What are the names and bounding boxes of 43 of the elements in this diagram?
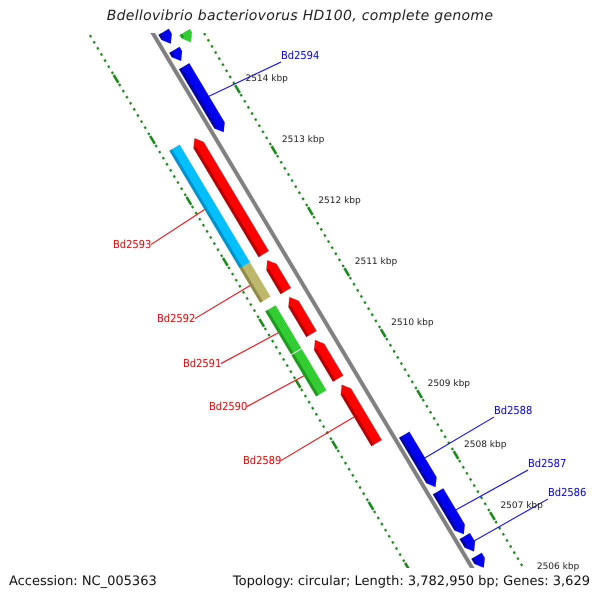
leader-line bbox=[208, 62, 282, 97]
leader-line bbox=[150, 209, 206, 245]
gene-label: Bd2594 bbox=[281, 49, 320, 62]
genome-summary-text: Topology: circular; Length: 3,782,950 bp; Genes: 3,629 bbox=[232, 574, 590, 589]
gene-segment bbox=[460, 533, 476, 552]
gene-segment bbox=[314, 340, 344, 382]
leader-line bbox=[246, 375, 304, 407]
gene-segment bbox=[169, 46, 182, 61]
gene-label: Bd2592 bbox=[157, 312, 196, 325]
scale-label: 2508 kbp bbox=[464, 440, 506, 450]
gene-bar bbox=[240, 262, 270, 303]
gene-segment bbox=[471, 552, 485, 568]
leader-line bbox=[424, 416, 494, 458]
scale-label: 2513 kbp bbox=[282, 135, 324, 146]
diagram-title: Bdellovibrio bacteriovorus HD100, complete genome bbox=[106, 8, 494, 24]
scale-label: 2512 kbp bbox=[318, 196, 361, 206]
gene-label: Bd2586 bbox=[548, 486, 586, 499]
scale-label: 2509 kbp bbox=[428, 379, 470, 390]
leader-line bbox=[280, 416, 354, 461]
gene-segment bbox=[179, 63, 225, 132]
gene-label: Bd2587 bbox=[528, 457, 566, 470]
gene-segment bbox=[158, 28, 172, 44]
gene-label: Bd2593 bbox=[113, 238, 152, 251]
gene-segment bbox=[266, 260, 291, 294]
gene-segment bbox=[432, 488, 465, 534]
leader-line bbox=[220, 332, 279, 364]
scale-label: 2511 kbp bbox=[354, 257, 398, 268]
gene-label: Bd2588 bbox=[494, 404, 532, 417]
gene-segment bbox=[399, 432, 437, 488]
scale-label: 2514 kbp bbox=[245, 74, 288, 84]
leader-line bbox=[194, 285, 250, 319]
leader-line bbox=[456, 470, 528, 510]
gene-label: Bd2591 bbox=[183, 357, 222, 370]
leader-line bbox=[474, 498, 548, 542]
gene-segment bbox=[340, 384, 382, 446]
gene-segment bbox=[180, 28, 192, 42]
gene-label: Bd2589 bbox=[243, 454, 282, 467]
scale-label: 2506 kbp bbox=[536, 562, 580, 572]
gene-segment bbox=[193, 138, 269, 258]
gene-segment bbox=[288, 297, 317, 337]
accession-text: Accession: NC_005363 bbox=[9, 574, 157, 589]
scale-label: 2510 kbp bbox=[391, 318, 434, 328]
gene-label: Bd2590 bbox=[209, 400, 248, 413]
